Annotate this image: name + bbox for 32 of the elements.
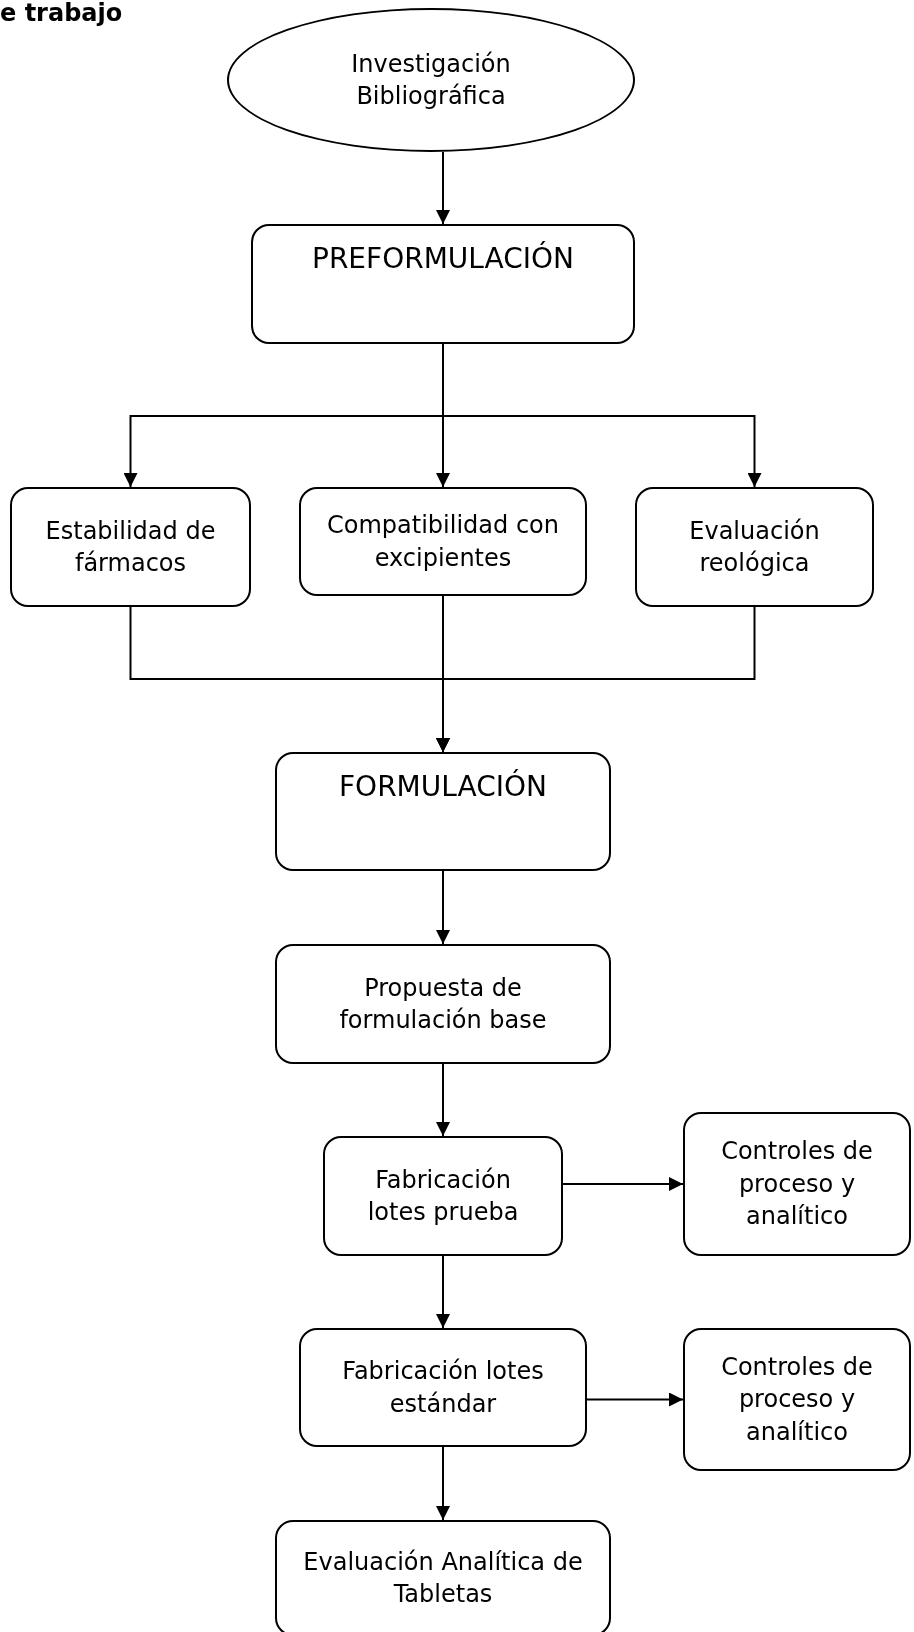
process-box — [683, 1328, 911, 1471]
node-label: Investigación Bibliográfica — [350, 48, 512, 112]
arrow — [436, 870, 450, 945]
heading: e trabajo — [0, 0, 123, 27]
node-label: Evaluación Analítica de Tabletas — [302, 1546, 584, 1610]
node-label: Controles de proceso y analítico — [720, 1351, 874, 1448]
process-box — [275, 944, 611, 1064]
process-box — [275, 752, 611, 871]
process-box — [10, 487, 251, 607]
process-box — [251, 224, 635, 344]
arrow — [586, 1392, 684, 1407]
process-box — [683, 1112, 911, 1256]
node-label: FORMULACIÓN — [339, 768, 547, 805]
process-box — [635, 487, 874, 607]
arrow — [562, 1177, 684, 1191]
node-label: Propuesta de formulación base — [338, 972, 548, 1036]
node-label: Compatibilidad con excipientes — [326, 510, 560, 574]
node-label: PREFORMULACIÓN — [312, 240, 574, 277]
arrow — [436, 1255, 450, 1329]
process-box — [299, 1328, 587, 1447]
process-box — [275, 1520, 611, 1632]
node-label: Evaluación reológica — [688, 515, 821, 579]
arrow — [436, 151, 450, 225]
node-label: Estabilidad de fármacos — [44, 515, 217, 579]
arrow — [436, 606, 756, 753]
node-label: Controles de proceso y analítico — [720, 1136, 874, 1233]
arrow — [436, 1446, 450, 1521]
node-label: Fabricación lotes prueba — [366, 1164, 520, 1228]
process-box — [299, 487, 587, 596]
node-label: Fabricación lotes estándar — [341, 1356, 545, 1420]
arrow — [436, 1063, 450, 1137]
process-box — [323, 1136, 563, 1256]
